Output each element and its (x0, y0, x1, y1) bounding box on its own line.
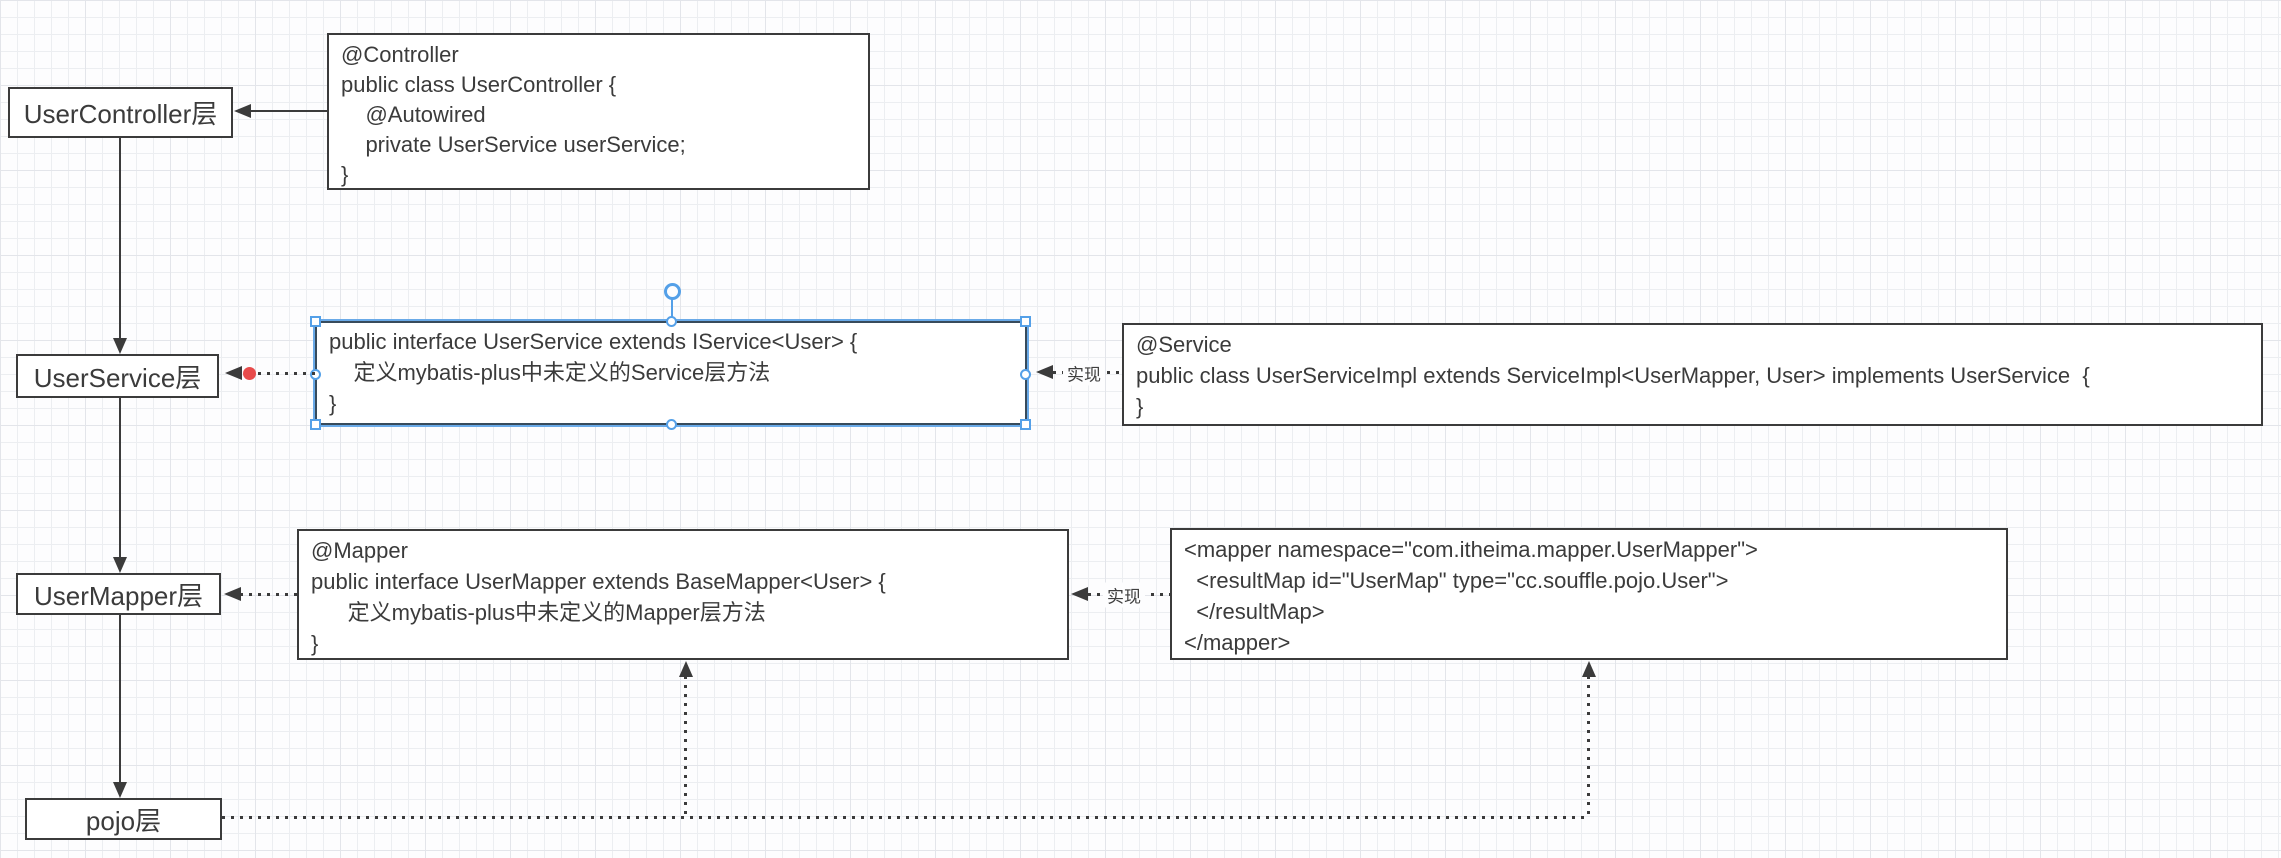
code-line: <mapper namespace="com.itheima.mapper.Us… (1184, 537, 1758, 562)
code-line: @Mapper (311, 538, 408, 563)
edge-line (250, 110, 327, 112)
layer-box-mapper-label: UserMapper层 (33, 580, 204, 611)
red-connection-point[interactable] (243, 367, 256, 380)
code-line: } (1136, 394, 1144, 419)
arrowhead-left-icon (225, 366, 242, 380)
edge-line (684, 676, 687, 817)
layer-box-pojo[interactable]: pojo层 (25, 798, 222, 840)
edge-line (119, 398, 121, 558)
layer-box-service-label: UserService层 (33, 362, 202, 393)
code-line: public interface UserMapper extends Base… (311, 569, 886, 594)
code-line: public interface UserService extends ISe… (329, 329, 858, 354)
arrowhead-up-icon (1582, 661, 1596, 677)
code-line: public class UserController { (341, 72, 617, 97)
code-line: public class UserServiceImpl extends Ser… (1136, 363, 2090, 388)
code-line: </mapper> (1184, 630, 1291, 655)
selection-handle-n[interactable] (666, 316, 677, 327)
code-line: } (329, 391, 337, 416)
arrowhead-left-icon (234, 104, 251, 118)
edge-line (1587, 676, 1590, 817)
edge-line (240, 593, 297, 596)
implements-label[interactable]: 实现 (1063, 360, 1105, 386)
arrowhead-left-icon (224, 587, 241, 601)
code-line: @Autowired (341, 102, 486, 127)
code-line: } (341, 162, 349, 187)
layer-box-controller-label: UserController层 (23, 99, 218, 129)
code-line: </resultMap> (1184, 599, 1325, 624)
arrowhead-down-icon (113, 557, 127, 573)
edge-line (222, 816, 1589, 819)
arrowhead-up-icon (679, 661, 693, 677)
selection-handle-sw[interactable] (310, 419, 321, 430)
code-box-controller[interactable]: @Controller public class UserController … (327, 33, 870, 190)
rotation-handle[interactable] (664, 283, 681, 300)
arrowhead-left-icon (1036, 365, 1053, 379)
edge-line (119, 138, 121, 339)
code-line: @Controller (341, 42, 459, 67)
selection-handle-ne[interactable] (1020, 316, 1031, 327)
code-line: <resultMap id="UserMap" type="cc.souffle… (1184, 568, 1729, 593)
code-box-service-impl[interactable]: @Service public class UserServiceImpl ex… (1122, 323, 2263, 426)
edge-line (119, 615, 121, 783)
implements-label[interactable]: 实现 (1103, 582, 1145, 608)
code-box-mapper-xml[interactable]: <mapper namespace="com.itheima.mapper.Us… (1170, 528, 2008, 660)
code-line: @Service (1136, 332, 1232, 357)
layer-box-controller[interactable]: UserController层 (8, 87, 233, 138)
layer-box-service[interactable]: UserService层 (16, 354, 219, 398)
selection-handle-e[interactable] (1020, 369, 1031, 380)
selection-handle-nw[interactable] (310, 316, 321, 327)
code-box-mapper-interface[interactable]: @Mapper public interface UserMapper exte… (297, 529, 1069, 660)
code-line: 定义mybatis-plus中未定义的Service层方法 (329, 360, 771, 385)
code-line: } (311, 631, 319, 656)
arrowhead-down-icon (113, 782, 127, 798)
code-line: private UserService userService; (341, 132, 686, 157)
code-line: 定义mybatis-plus中未定义的Mapper层方法 (311, 600, 766, 625)
selection-handle-se[interactable] (1020, 419, 1031, 430)
layer-box-pojo-label: pojo层 (85, 805, 162, 836)
layer-box-mapper[interactable]: UserMapper层 (16, 573, 221, 615)
arrowhead-down-icon (113, 338, 127, 354)
edge-line (258, 372, 315, 375)
rotation-handle-stick (671, 299, 673, 321)
arrowhead-left-icon (1071, 587, 1088, 601)
code-box-service-interface[interactable]: public interface UserService extends ISe… (310, 283, 1031, 430)
selection-handle-s[interactable] (666, 419, 677, 430)
